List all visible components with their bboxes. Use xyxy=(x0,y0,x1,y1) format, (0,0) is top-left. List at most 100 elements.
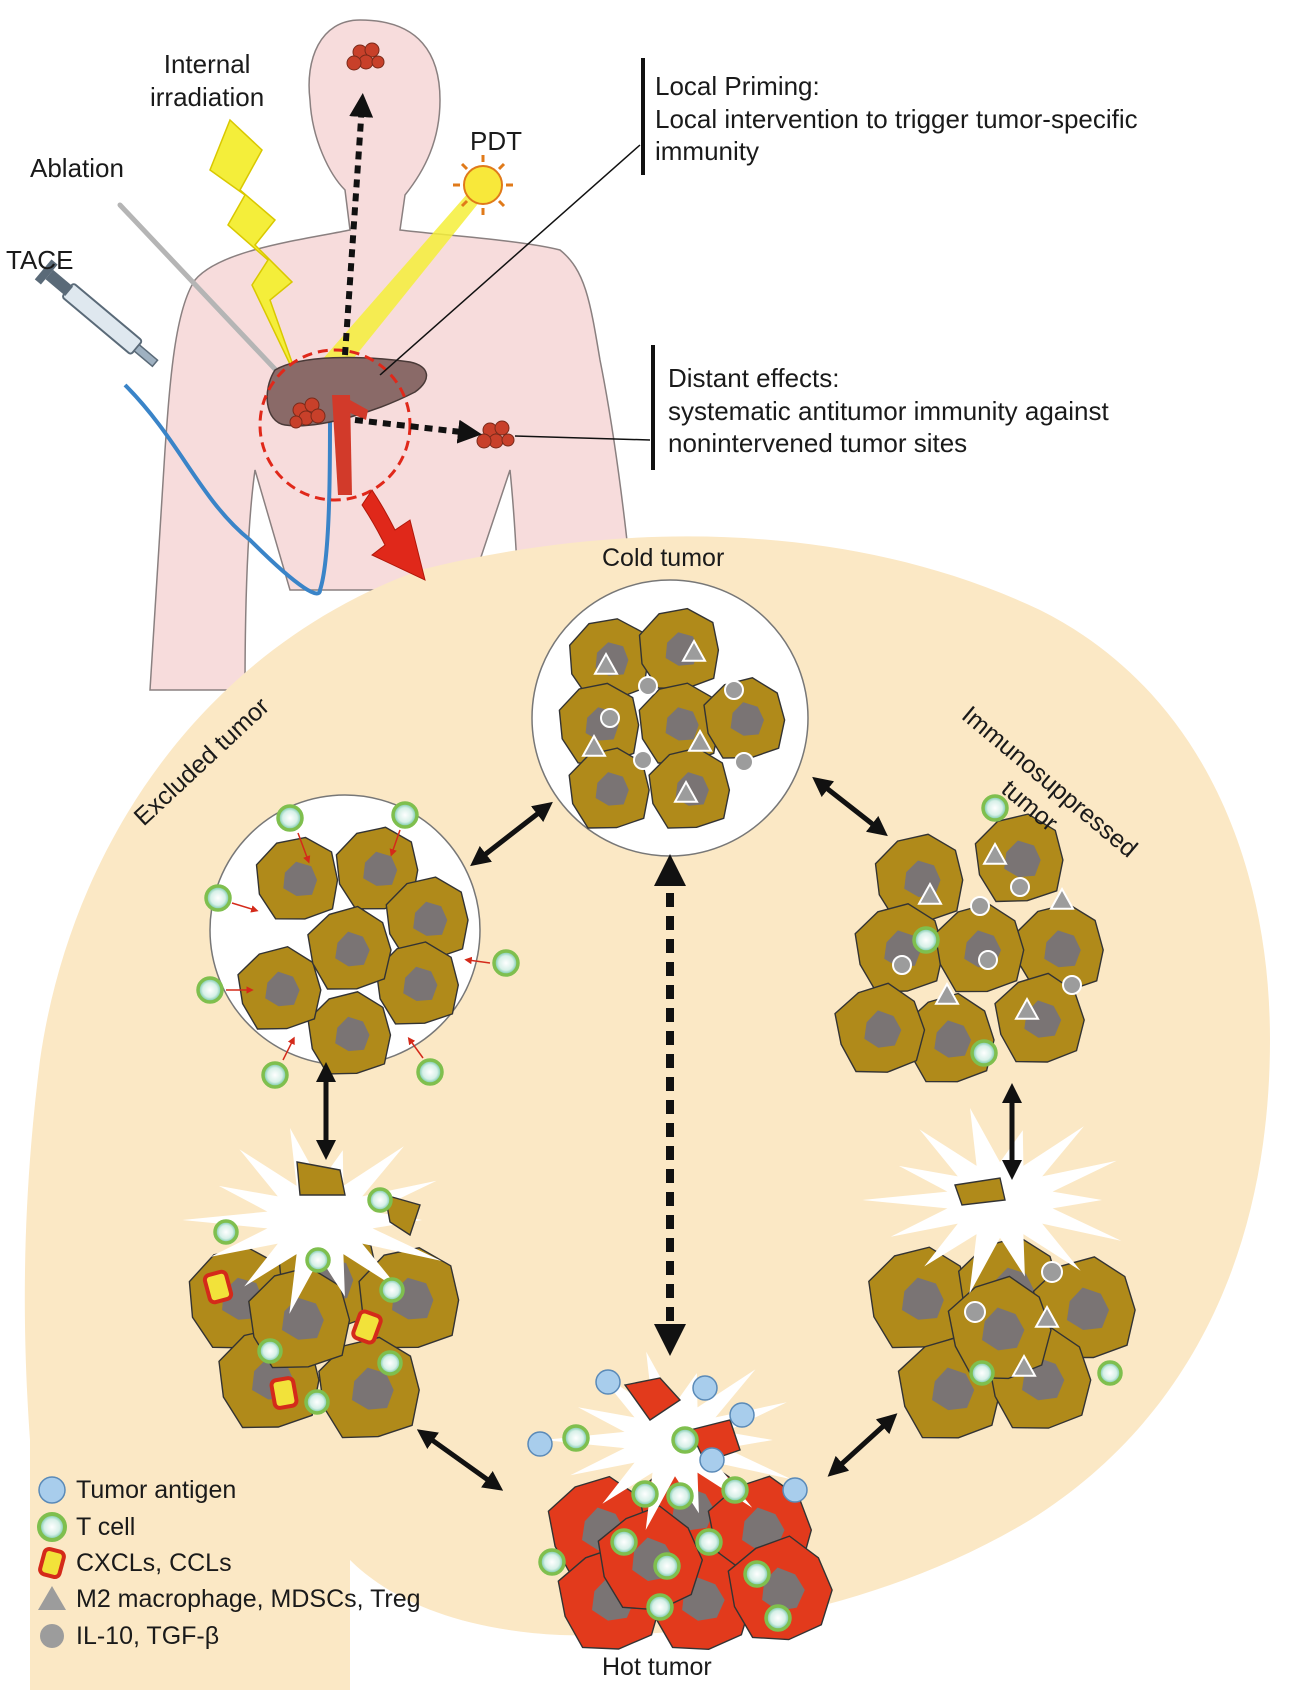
cytokine xyxy=(638,676,658,696)
label-hot-tumor: Hot tumor xyxy=(602,1653,712,1681)
suppressor-cell xyxy=(934,981,960,1005)
nucleus xyxy=(901,1277,944,1320)
nucleus xyxy=(403,966,438,1001)
nucleus xyxy=(265,971,300,1007)
t-cell xyxy=(610,1528,638,1556)
t-cell xyxy=(631,1480,659,1508)
nucleus xyxy=(982,1307,1025,1351)
t-cell xyxy=(671,1426,699,1454)
arrow-to-distant-site xyxy=(354,417,482,444)
tumor-antigen xyxy=(527,1431,553,1457)
cytokine xyxy=(600,708,620,728)
legend-item-suppressor-cells: M2 macrophage, MDSCs, Treg xyxy=(76,1584,421,1613)
chemokine xyxy=(269,1376,299,1410)
legend-item-t-cell: T cell xyxy=(76,1512,136,1541)
t-cell xyxy=(764,1604,792,1632)
arrow-cold-excluded xyxy=(470,801,553,867)
legend-symbols xyxy=(37,1476,67,1648)
sun-icon xyxy=(453,155,513,215)
lysis-burst xyxy=(182,1128,442,1314)
nucleus xyxy=(1066,1287,1109,1330)
infiltration-arrow xyxy=(231,902,259,913)
t-cell xyxy=(538,1548,566,1576)
t-cell xyxy=(391,801,419,829)
arrow-cold-immunosuppressed xyxy=(812,776,888,837)
cytokine xyxy=(1041,1261,1063,1283)
callout-distant-effects: Distant effects: systematic antitumor im… xyxy=(668,363,1109,458)
cytokine xyxy=(633,750,653,770)
nucleus xyxy=(283,861,318,896)
intervention-focus-circle xyxy=(258,348,412,502)
t-cell xyxy=(213,1219,239,1245)
nucleus xyxy=(934,1020,972,1058)
t-cell xyxy=(257,1338,283,1364)
nucleus xyxy=(363,851,398,886)
tumor-antigen xyxy=(729,1402,755,1428)
t-cell xyxy=(653,1552,681,1580)
suppressor-cell xyxy=(1049,886,1075,910)
brain-tumor xyxy=(346,42,385,71)
callout-local-priming: Local Priming: Local intervention to tri… xyxy=(655,71,1138,166)
suppressor-cell xyxy=(681,638,707,662)
suppressor-cell xyxy=(673,779,699,803)
arrow-lysing-right-hot xyxy=(827,1413,898,1477)
nucleus xyxy=(730,702,764,736)
nucleus xyxy=(864,1010,902,1048)
tumor-fragment xyxy=(623,1377,682,1421)
suppressor-cell xyxy=(1014,996,1040,1020)
nucleus xyxy=(762,1567,805,1611)
aorta xyxy=(332,395,352,495)
t-cell xyxy=(695,1528,723,1556)
nucleus xyxy=(1044,930,1081,968)
t-cell xyxy=(981,794,1009,822)
ablation-needle xyxy=(117,202,293,388)
pdt-light-beam xyxy=(300,185,485,400)
t-cell xyxy=(743,1560,771,1588)
suppressor-cell xyxy=(687,728,713,752)
label-cold-tumor: Cold tumor xyxy=(602,544,725,572)
label-pdt: PDT xyxy=(470,126,522,156)
t-cell xyxy=(276,804,304,832)
tumor-antigen xyxy=(595,1369,621,1395)
t-cell xyxy=(646,1593,674,1621)
cytokine xyxy=(978,950,998,970)
nucleus xyxy=(413,901,448,936)
t-cell xyxy=(970,1039,998,1067)
t-cell xyxy=(377,1350,403,1376)
cytokine xyxy=(734,752,754,772)
t-cell xyxy=(261,1061,289,1089)
suppressor-cell xyxy=(982,841,1008,865)
nucleus xyxy=(595,772,629,806)
tumor-fragment xyxy=(384,1194,421,1237)
nucleus xyxy=(665,707,699,741)
t-cell xyxy=(379,1277,405,1303)
suppressor-cell xyxy=(581,733,607,757)
tace-catheter xyxy=(123,383,332,596)
t-cell xyxy=(969,1360,995,1386)
tumor-fragment xyxy=(296,1161,346,1196)
t-cell xyxy=(416,1058,444,1086)
excluded-tumor xyxy=(196,801,520,1089)
suppressor-cell xyxy=(917,881,943,905)
suppressor-cell xyxy=(593,651,619,675)
nucleus xyxy=(351,1367,394,1410)
suppressor-cell xyxy=(1011,1353,1037,1377)
t-cell xyxy=(367,1187,393,1213)
label-tace: TACE xyxy=(6,245,74,275)
t-cell xyxy=(666,1482,694,1510)
local-priming-leader xyxy=(379,144,641,376)
infiltration-arrow xyxy=(297,832,311,864)
arrow-lysing-left-hot xyxy=(416,1429,504,1491)
cytokine xyxy=(1062,975,1082,995)
legend-item-tumor-antigen: Tumor antigen xyxy=(76,1475,237,1504)
t-cell xyxy=(204,884,232,912)
nucleus xyxy=(335,1016,370,1052)
t-cell xyxy=(721,1476,749,1504)
vena-cava xyxy=(348,400,368,420)
lysing-tumor-left xyxy=(182,1128,460,1439)
t-cell xyxy=(1097,1360,1123,1386)
chemokine xyxy=(351,1309,383,1345)
t-cell xyxy=(304,1389,330,1415)
distant-effects-leader xyxy=(514,435,651,441)
